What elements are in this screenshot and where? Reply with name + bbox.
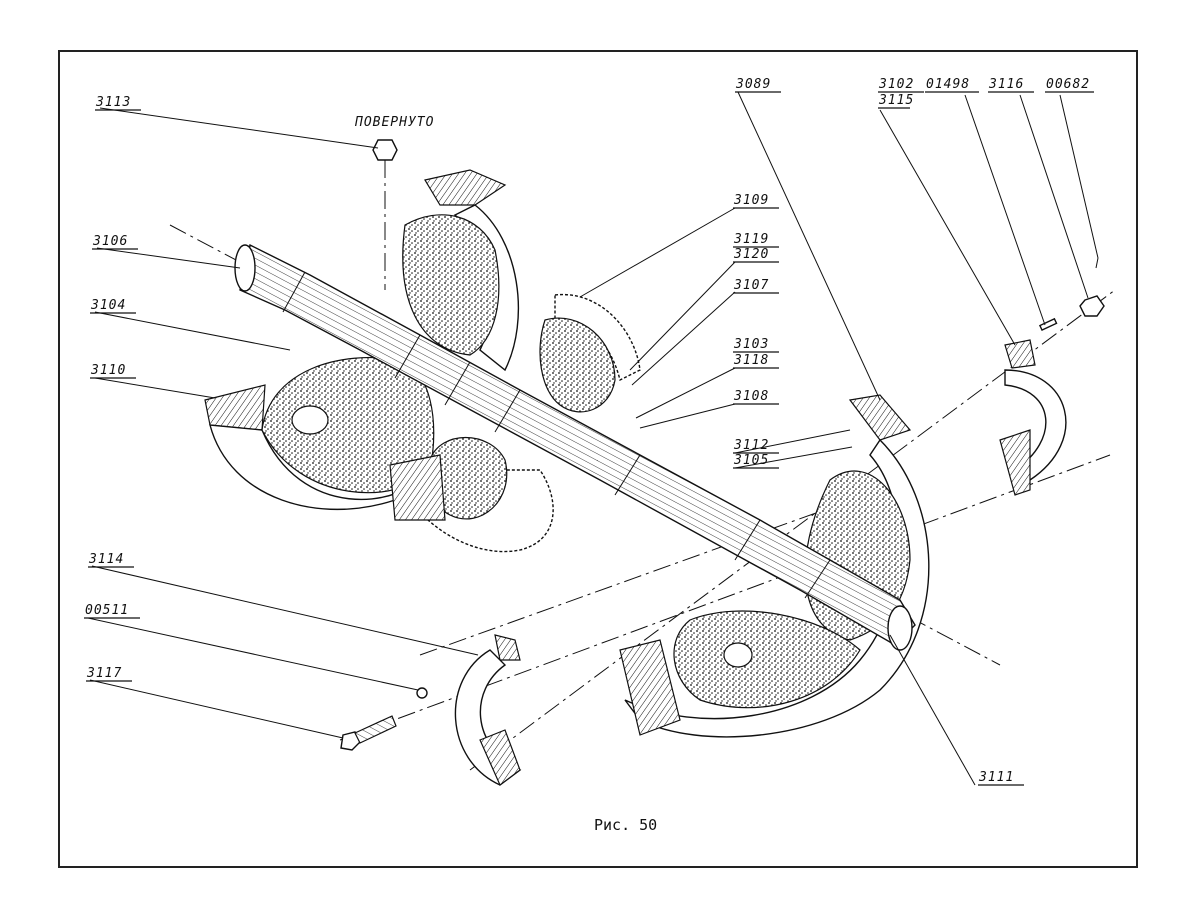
main-shaft	[234, 243, 916, 651]
callout-3119: 3119	[733, 232, 769, 247]
callout-3116: 3116	[988, 77, 1024, 92]
callout-3109: 3109	[733, 193, 769, 208]
callout-3106: 3106	[92, 234, 128, 249]
callout-3115: 3115	[878, 93, 914, 108]
callout-00682: 00682	[1046, 77, 1090, 92]
left-housing-half	[204, 356, 435, 511]
callout-3108: 3108	[733, 389, 769, 404]
left-bearing-cap	[454, 634, 522, 786]
callout-3107: 3107	[733, 278, 769, 293]
bolt-3117	[340, 715, 397, 751]
callout-3112: 3112	[733, 438, 769, 453]
rotated-note: ПОВЕРНУТО	[354, 115, 434, 130]
figure-caption: Рис. 50	[594, 816, 657, 834]
callout-3102: 3102	[878, 77, 914, 92]
callout-3120: 3120	[733, 247, 769, 262]
callout-3113: 3113	[95, 95, 131, 110]
leader-lines	[87, 91, 1099, 786]
callout-3103: 3103	[733, 337, 769, 352]
callout-labels: 3113 3106 3104 3110 3114 00511 3117 3089…	[85, 77, 1090, 785]
callout-3117: 3117	[86, 666, 122, 681]
callout-3089: 3089	[735, 77, 771, 92]
upper-housing-half	[402, 169, 520, 372]
label-underlines	[84, 91, 1094, 786]
callout-3111: 3111	[978, 770, 1014, 785]
callout-3105: 3105	[733, 453, 769, 468]
right-bearing-cap	[999, 339, 1067, 496]
callout-3104: 3104	[90, 298, 126, 313]
callout-01498: 01498	[926, 77, 970, 92]
callout-00511: 00511	[85, 603, 129, 618]
screw-3113	[372, 139, 398, 161]
callout-3118: 3118	[733, 353, 769, 368]
drawing-frame	[58, 50, 1138, 868]
nut-00682	[1079, 295, 1105, 317]
callout-3114: 3114	[88, 552, 124, 567]
middle-gear-group	[389, 293, 641, 553]
callout-3110: 3110	[90, 363, 126, 378]
small-hardware	[340, 139, 1105, 751]
